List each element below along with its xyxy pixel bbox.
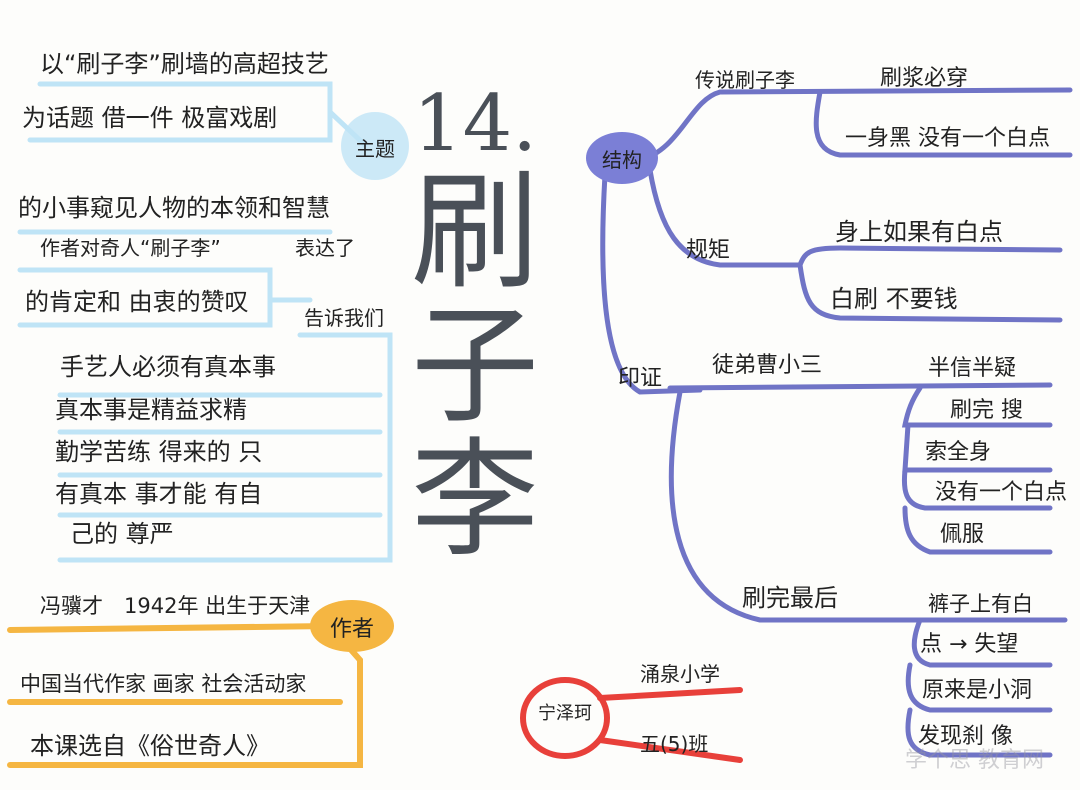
structure-node: [586, 132, 658, 184]
theme-highlight-lines: [17, 81, 393, 563]
author-label: 作者: [329, 617, 374, 642]
finish-item-1: 裤子上有白: [928, 592, 1033, 616]
apprentice-item-4: 没有一个白点: [935, 480, 1068, 505]
apprentice-item-1: 半信半疑: [928, 356, 1017, 381]
theme-label: 主题: [355, 136, 395, 161]
title-char-1: 刷: [410, 158, 539, 307]
tells-line-3: 勤学苦练 得来的 只: [55, 438, 263, 466]
signature-name: 宁泽珂: [538, 703, 592, 724]
tells-label: 告诉我们: [304, 306, 384, 330]
structure-label: 结构: [602, 147, 642, 172]
legend-item-2: 一身黑 没有一个白点: [845, 126, 1050, 151]
tells-line-1: 手艺人必须有真本事: [60, 353, 276, 381]
apprentice-item-3: 索全身: [925, 440, 992, 465]
proof-label: 印证: [618, 366, 663, 391]
lesson-number: 14.: [412, 79, 538, 169]
theme-line-1: 以“刷子李”刷墙的高超技艺: [40, 50, 329, 78]
tells-line-4: 有真本 事才能 有自: [55, 480, 263, 508]
signature-lines: [520, 677, 743, 763]
attitude-line-2: 表达了: [295, 236, 355, 260]
finish-item-4: 发现刹 像: [918, 724, 1013, 749]
apprentice-label: 徒弟曹小三: [712, 353, 823, 378]
signature-class: 五(5)班: [640, 732, 709, 756]
author-blob: [310, 600, 394, 652]
watermark: 学个思 教育网: [905, 748, 1044, 773]
title-char-2: 子: [410, 292, 539, 441]
author-line-3: 本课选自《俗世奇人》: [30, 732, 270, 760]
tells-line-2: 真本事是精益求精: [55, 396, 247, 424]
theme-blob: [341, 112, 409, 180]
tells-line-5: 己的 尊严: [70, 520, 174, 548]
attitude-line-1: 作者对奇人“刷子李”: [40, 236, 221, 260]
finish-item-3: 原来是小洞: [922, 678, 1033, 703]
rules-item-1: 身上如果有白点: [835, 218, 1003, 246]
finish-label: 刷完最后: [742, 584, 838, 612]
rules-item-2: 白刷 不要钱: [830, 285, 958, 313]
attitude-line-3: 的肯定和 由衷的赞叹: [25, 288, 249, 316]
finish-item-2: 点 → 失望: [920, 632, 1019, 657]
apprentice-item-2: 刷完 搜: [950, 398, 1023, 423]
apprentice-item-5: 佩服: [940, 522, 985, 547]
legend-item-1: 刷浆必穿: [880, 66, 969, 91]
rules-label: 规矩: [686, 238, 731, 263]
title-char-3: 李: [410, 426, 539, 575]
theme-line-3: 的小事窥见人物的本领和智慧: [18, 194, 330, 222]
author-line-1: 冯骥才 1942年 出生于天津: [40, 594, 311, 618]
lesson-title: 14. 刷 子 李: [400, 85, 550, 565]
author-line-2: 中国当代作家 画家 社会活动家: [20, 672, 307, 696]
signature-school: 涌泉小学: [640, 662, 720, 686]
legend-label: 传说刷子李: [695, 68, 795, 92]
theme-line-2: 为话题 借一件 极富戏剧: [22, 104, 278, 132]
